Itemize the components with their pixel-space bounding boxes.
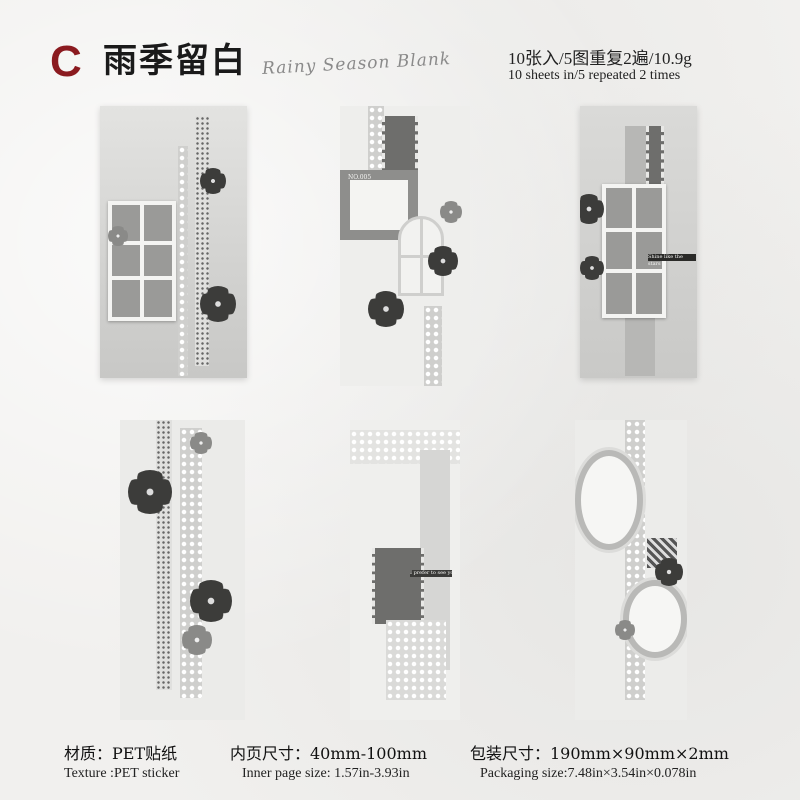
inner-size-chinese: 内页尺寸：40mm-100mm	[230, 744, 427, 763]
oval-frame	[623, 580, 687, 658]
flower-illustration	[580, 194, 604, 224]
label-tag	[410, 570, 452, 577]
sticker-sheet-1	[100, 106, 247, 378]
spec-line-chinese: 10张入/5图重复2遍/10.9g	[508, 49, 692, 68]
frame-label: NO.005	[348, 174, 372, 181]
oval-frame	[575, 450, 643, 550]
flower-illustration	[440, 201, 462, 223]
flower-illustration	[655, 558, 683, 586]
flower-illustration	[200, 286, 236, 322]
flower-illustration	[190, 580, 232, 622]
tag-text: I prefer to see you	[410, 570, 457, 576]
tag-text: Shine like the stars	[648, 254, 683, 267]
dotted-tape	[195, 116, 209, 366]
title-chinese: 雨季留白	[103, 41, 247, 81]
dotted-tape	[156, 420, 172, 690]
lace-tape	[178, 146, 188, 376]
lace-tape	[368, 106, 384, 176]
sticker-sheet-5: I prefer to see you	[350, 420, 460, 720]
sticker-sheet-4	[120, 420, 245, 720]
packaging-size-chinese: 包装尺寸：190mm×90mm×2mm	[470, 744, 729, 763]
flower-illustration	[428, 246, 458, 276]
lace-tape	[424, 306, 442, 386]
sticker-sheet-6	[575, 420, 687, 720]
flower-illustration	[368, 291, 404, 327]
film-strip	[372, 548, 424, 624]
spec-line-english: 10 sheets in/5 repeated 2 times	[508, 68, 681, 83]
material-chinese: 材质：PET贴纸	[64, 744, 178, 763]
material-english: Texture :PET sticker	[64, 766, 180, 781]
window-illustration	[602, 184, 666, 318]
lace-tape	[180, 428, 202, 698]
title-english: Rainy Season Blank	[261, 49, 452, 79]
flower-illustration	[580, 256, 604, 280]
flower-illustration	[108, 226, 128, 246]
window-illustration	[108, 201, 176, 321]
flower-illustration	[200, 168, 226, 194]
inner-size-english: Inner page size: 1.57in-3.93in	[242, 766, 410, 781]
flower-illustration	[615, 620, 635, 640]
header: C 雨季留白 Rainy Season Blank 10张入/5图重复2遍/10…	[0, 0, 800, 100]
flower-illustration	[128, 470, 172, 514]
film-strip	[646, 126, 664, 196]
label-tag	[648, 254, 696, 261]
packaging-size-english: Packaging size:7.48in×3.54in×0.078in	[480, 766, 697, 781]
lace-tape	[386, 620, 446, 700]
flower-illustration	[182, 625, 212, 655]
variant-letter: C	[50, 37, 82, 86]
flower-illustration	[190, 432, 212, 454]
sticker-sheet-3: Shine like the stars	[580, 106, 697, 378]
sticker-sheet-2: NO.005	[340, 106, 470, 386]
